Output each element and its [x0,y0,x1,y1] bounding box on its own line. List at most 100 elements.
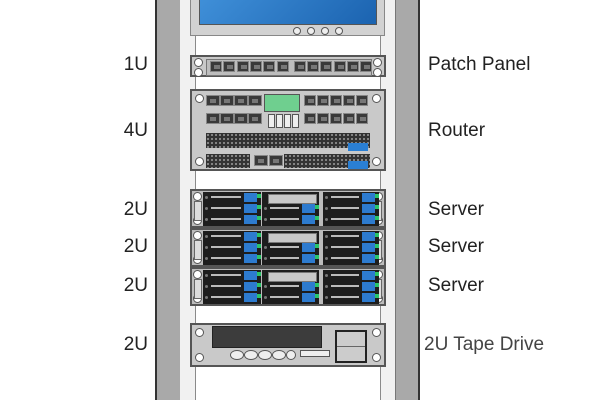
drive-hole [205,285,208,288]
screw-icon [195,353,204,362]
status-led-icon [257,294,261,298]
drive-slot [203,293,261,302]
router-port [356,95,368,106]
drive-hole [325,235,328,238]
status-led-icon [257,283,261,287]
server-label-plate [268,272,317,282]
drive-bar [211,246,241,248]
patch-port [276,61,289,72]
screw-icon [195,94,204,103]
rack-right-post [395,0,420,400]
drive-hole [264,285,267,288]
drive-slot [323,271,379,280]
drive-tab-icon [244,293,257,302]
router-indicator [276,114,283,128]
patch-port [320,61,333,72]
drive-tab-icon [302,293,315,302]
drive-hole [264,218,267,221]
status-led-icon [375,233,379,237]
screw-icon [372,94,381,103]
router-port [317,95,329,106]
drive-tab-icon [362,271,375,280]
router-port [356,113,368,124]
monitor-screen [199,0,377,25]
server-2 [190,228,386,267]
drive-bar [211,207,241,209]
drive-slot [323,204,379,213]
router-module-tab [348,143,368,151]
server-handle [194,201,202,221]
drive-hole [205,274,208,277]
router-port [330,95,342,106]
tape-button-3[interactable] [258,350,272,360]
status-led-icon [375,194,379,198]
screw-icon [195,328,204,337]
drive-tab-icon [362,282,375,291]
monitor-button-3 [321,27,329,35]
tape-drive [190,323,386,367]
tape-button-4[interactable] [272,350,286,360]
server-handle [194,240,202,260]
rack-left-post [155,0,181,400]
drive-hole [205,246,208,249]
drive-tab-icon [362,293,375,302]
tape-button-5[interactable] [286,350,296,360]
server-bay [203,192,261,226]
status-led-icon [315,255,319,259]
router-port [234,95,248,106]
unit-label-server-1: 2U [123,199,148,220]
drive-slot [203,193,261,202]
drive-tab-icon [302,243,315,252]
status-led-icon [375,205,379,209]
router-port [343,113,355,124]
status-led-icon [375,255,379,259]
patch-port [249,61,262,72]
router-console-port [269,155,283,166]
status-led-icon [375,244,379,248]
drive-hole [205,257,208,260]
drive-bar [331,274,359,276]
patch-port [236,61,249,72]
status-led-icon [257,194,261,198]
router-port [248,95,262,106]
patch-port [347,61,359,72]
drive-tab-icon [244,204,257,213]
tape-button-2[interactable] [244,350,258,360]
drive-bar [270,285,299,287]
tape-eject-slot [300,350,330,357]
patch-port [210,61,222,72]
status-led-icon [315,205,319,209]
drive-bar [211,257,241,259]
drive-tab-icon [244,243,257,252]
drive-hole [205,296,208,299]
device-label-patch-panel: Patch Panel [428,54,531,75]
router [190,89,386,171]
device-label-server-3: Server [428,275,484,296]
status-led-icon [257,233,261,237]
drive-slot [323,282,379,291]
server-bay [203,270,261,304]
drive-tab-icon [244,232,257,241]
drive-hole [264,207,267,210]
drive-bar [211,218,241,220]
drive-hole [325,207,328,210]
drive-slot [323,243,379,252]
server-3 [190,267,386,306]
drive-bar [331,235,359,237]
drive-bar [270,218,299,220]
drive-slot [323,254,379,263]
monitor-button-1 [293,27,301,35]
unit-label-server-3: 2U [123,275,148,296]
status-led-icon [375,294,379,298]
router-indicator [292,114,299,128]
status-led-icon [257,244,261,248]
drive-slot [262,243,319,252]
drive-slot [323,232,379,241]
status-led-icon [315,216,319,220]
drive-tab-icon [362,243,375,252]
monitor-button-4 [335,27,343,35]
tape-button-1[interactable] [230,350,244,360]
device-label-server-1: Server [428,199,484,220]
drive-slot [203,243,261,252]
device-label-router: Router [428,120,486,141]
